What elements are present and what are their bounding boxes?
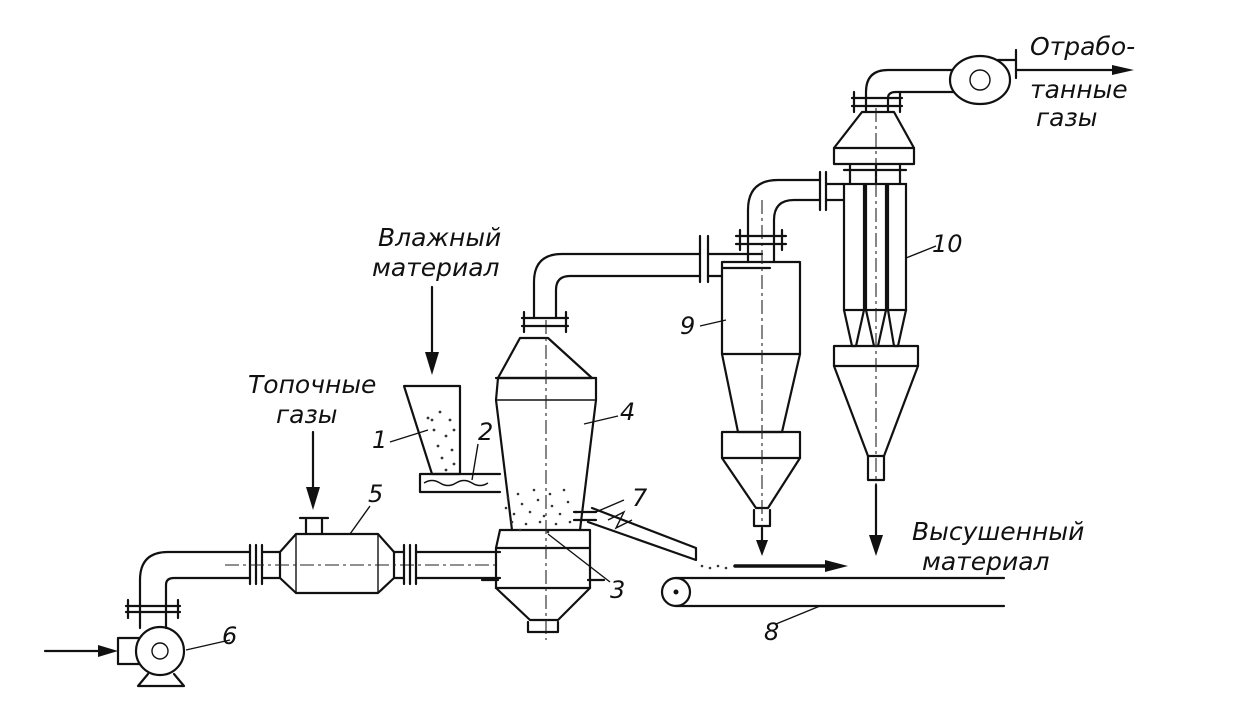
label-2: 2 (478, 418, 493, 446)
exhaust-gases-line2: танные (1030, 75, 1128, 104)
product-arrow (733, 560, 848, 572)
wet-material-arrow (425, 285, 439, 375)
exhaust-gases-line3: газы (1036, 103, 1098, 132)
exhaust-gases-line1: Отрабо- (1030, 32, 1135, 61)
battery-discharge-arrow (869, 483, 883, 556)
label-7: 7 (632, 484, 648, 512)
label-4: 4 (620, 398, 635, 426)
label-8: 8 (764, 618, 779, 646)
dried-material-line2: материал (922, 547, 1050, 576)
label-6: 6 (222, 622, 237, 650)
leader-lines (185, 245, 937, 651)
wet-material-line2: материал (372, 253, 500, 282)
duct-to-cyclone (520, 234, 764, 334)
cyclone-discharge-arrow (756, 526, 768, 556)
furnace-gases-arrow (306, 430, 320, 510)
furnace-gases-line1: Топочные (248, 370, 376, 399)
exhaust-arrow (1014, 65, 1134, 75)
cyclone (720, 178, 822, 528)
label-3: 3 (610, 576, 625, 604)
label-10: 10 (932, 230, 963, 258)
belt-conveyor (660, 576, 1006, 608)
wet-material-label: Влажный материал (372, 223, 501, 282)
dryer-tower (480, 320, 606, 640)
dried-material-line1: Высушенный (912, 517, 1084, 546)
label-9: 9 (680, 312, 695, 340)
label-5: 5 (368, 480, 383, 508)
tower-particles (504, 488, 578, 534)
mixing-chamber (225, 516, 502, 595)
battery-cyclone (818, 48, 1018, 484)
fan (116, 550, 252, 688)
furnace-gases-line2: газы (276, 400, 338, 429)
inlet-air-arrow (43, 645, 118, 657)
feed-hopper (402, 384, 502, 494)
furnace-gases-label: Топочные газы (248, 370, 376, 429)
exhaust-gases-label: Отрабо- танные газы (1030, 32, 1135, 132)
discharge-chute (572, 506, 728, 570)
dried-material-label: Высушенный материал (912, 517, 1084, 576)
hopper-material (426, 410, 456, 472)
wet-material-line1: Влажный (378, 223, 501, 252)
label-1: 1 (372, 426, 387, 454)
